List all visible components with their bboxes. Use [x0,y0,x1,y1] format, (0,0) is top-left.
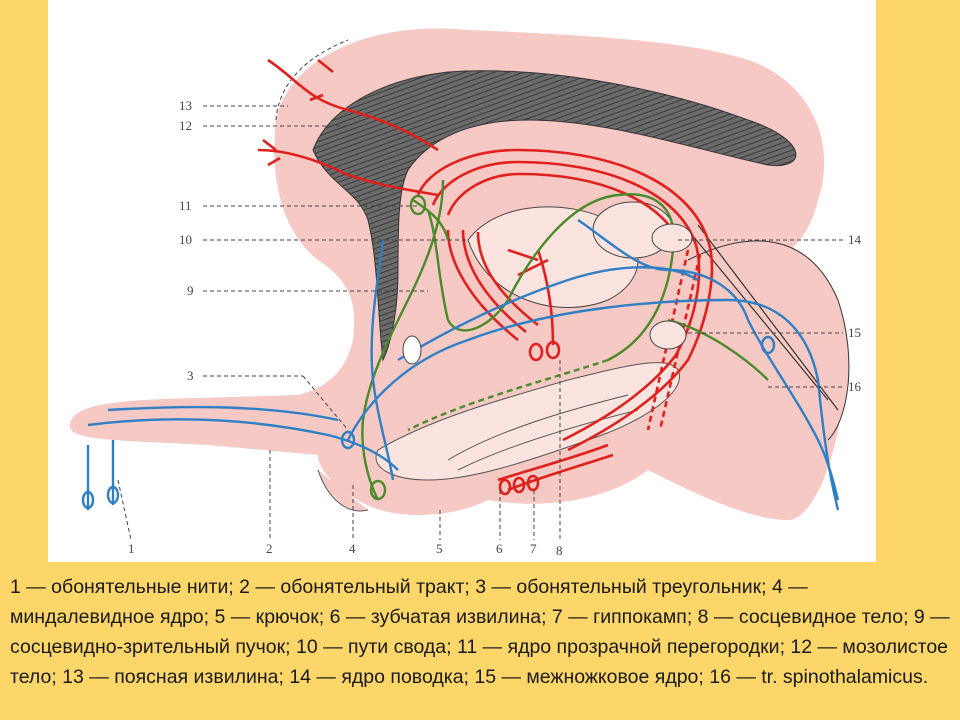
blue-pathway [81,219,840,511]
red-pathway [257,58,714,496]
figure-caption: 1 — обонятельные нити; 2 — обонятельный … [10,576,950,688]
label-12: 12 [179,118,192,133]
label-8: 8 [556,543,563,558]
habenula [651,223,693,253]
number-labels: 13 12 11 10 9 3 14 15 16 1 2 4 5 6 7 8 [128,98,862,558]
label-6: 6 [496,541,503,556]
label-11: 11 [179,198,192,213]
green-pathway [361,179,769,501]
diagram-panel: 13 12 11 10 9 3 14 15 16 1 2 4 5 6 7 8 [48,0,876,562]
label-10: 10 [179,232,192,247]
label-7: 7 [530,541,537,556]
label-13: 13 [179,98,192,113]
label-3: 3 [187,368,194,383]
interpeduncular-nucleus [649,320,687,350]
label-2: 2 [266,541,273,556]
anterior-commissure [402,335,422,365]
label-4: 4 [349,541,356,556]
limbic-system-diagram: 13 12 11 10 9 3 14 15 16 1 2 4 5 6 7 8 [69,28,862,558]
leader-lines [117,105,843,541]
uncus [317,469,369,512]
label-15: 15 [848,325,861,340]
label-9: 9 [187,283,194,298]
label-1: 1 [128,541,135,556]
hippocampal-region [375,362,680,481]
corpus-callosum [312,70,797,362]
cingulate-outline [275,39,349,121]
label-14: 14 [848,232,862,247]
label-16: 16 [848,379,862,394]
label-5: 5 [436,541,443,556]
